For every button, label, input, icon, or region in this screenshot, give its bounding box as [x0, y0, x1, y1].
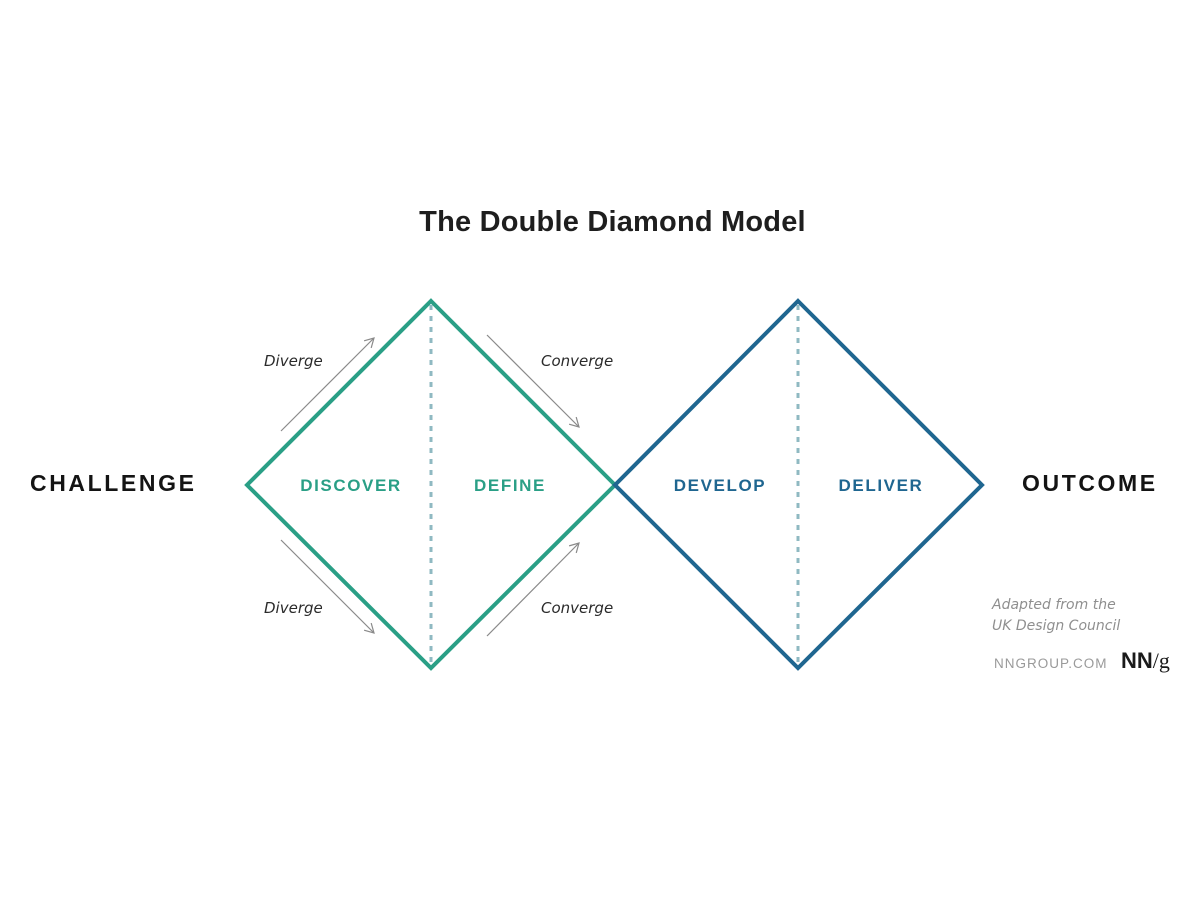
diverge-label-top: Diverge [264, 352, 323, 370]
logo-nn: NN [1121, 648, 1153, 673]
credit-line-2: UK Design Council [992, 618, 1121, 634]
credit-line-1: Adapted from the [992, 597, 1116, 613]
converge-label-top: Converge [541, 352, 614, 370]
diverge-label-bottom: Diverge [264, 599, 323, 617]
converge-arrow-top [486, 334, 580, 428]
challenge-label: CHALLENGE [30, 470, 197, 496]
second-diamond [612, 298, 985, 671]
phase-deliver: DELIVER [838, 476, 924, 495]
outcome-label: OUTCOME [1022, 470, 1158, 496]
converge-arrow-bottom [486, 542, 580, 637]
diverge-arrow-top [280, 337, 375, 432]
credit-note: Adapted from the UK Design Council [992, 595, 1120, 637]
diverge-arrow-bottom [280, 539, 375, 634]
logo-g: /g [1152, 648, 1170, 673]
first-diamond [244, 298, 618, 671]
phase-define: DEFINE [474, 476, 546, 495]
converge-label-bottom: Converge [541, 599, 614, 617]
nng-logo: NN/g [1121, 648, 1170, 674]
phase-develop: DEVELOP [673, 476, 767, 495]
site-name: NNGROUP.COM [994, 656, 1108, 671]
diagram-title: The Double Diamond Model [419, 206, 806, 238]
phase-discover: DISCOVER [300, 476, 402, 495]
